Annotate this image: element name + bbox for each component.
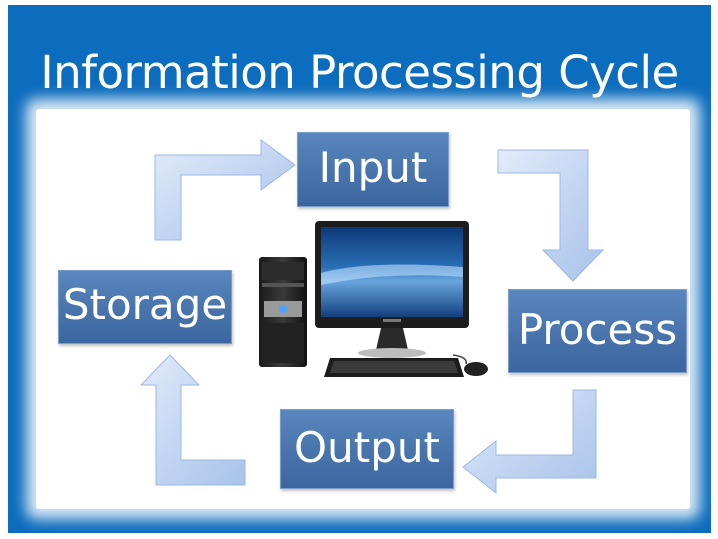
arrow-output-to-storage (139, 354, 246, 486)
node-process: Process (508, 289, 687, 373)
node-output: Output (280, 409, 454, 489)
node-storage: Storage (58, 270, 232, 344)
desktop-computer-icon (259, 221, 488, 377)
node-input: Input (297, 132, 449, 207)
arrow-input-to-process (497, 149, 605, 282)
cycle-arrows (139, 139, 605, 495)
arrow-storage-to-input (154, 139, 296, 241)
slide-title: Information Processing Cycle (40, 46, 679, 99)
slide: Information Processing Cycle (8, 5, 711, 533)
arrow-process-to-output (462, 389, 597, 495)
